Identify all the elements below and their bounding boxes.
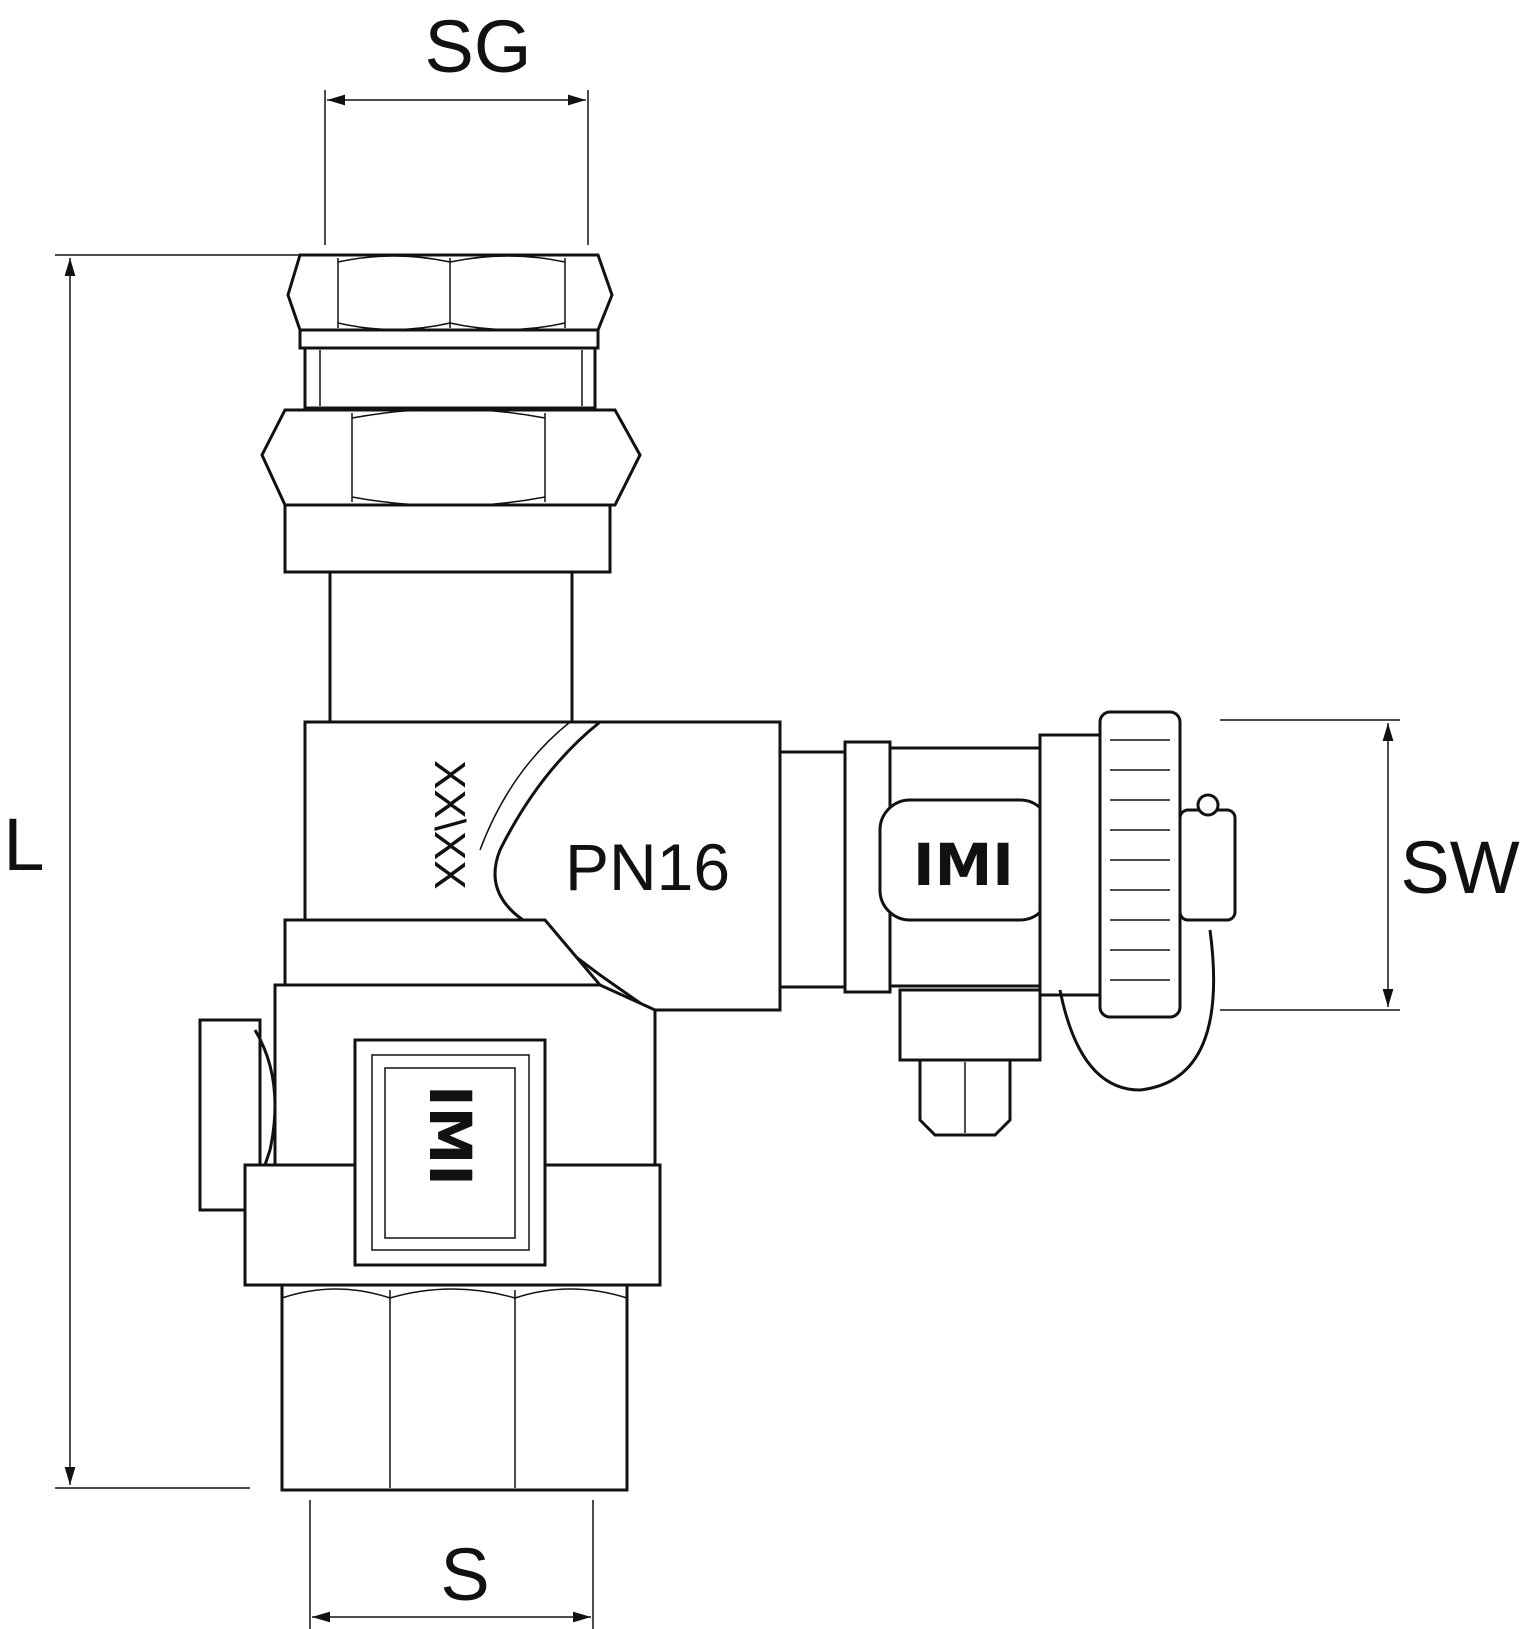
valve-body-upper: PN16 XX\XX — [303, 720, 782, 1012]
dimension-sg: SG — [324, 5, 589, 245]
dimension-sw: SW — [1220, 719, 1520, 1011]
side-drain-valve: IMI — [778, 740, 1052, 1137]
top-hex-nut — [286, 253, 614, 410]
compression-hex-nut — [260, 408, 642, 574]
valve-body-middle — [198, 918, 662, 1287]
pressure-rating-marking: PN16 — [565, 830, 730, 904]
imi-logo-text: IMI — [416, 1085, 484, 1186]
bottom-hex-connector — [280, 1283, 629, 1492]
imi-logo-emblem: IMI — [353, 1038, 547, 1267]
pipe-section — [328, 570, 574, 724]
measuring-point-cap — [1038, 710, 1237, 1092]
dimension-label-sg: SG — [425, 5, 532, 88]
dimension-l: L — [3, 254, 300, 1489]
side-imi-logo-text: IMI — [913, 831, 1014, 899]
dimension-label-l: L — [3, 803, 44, 886]
dimension-s: S — [309, 1500, 594, 1629]
date-code-marking: XX\XX — [425, 760, 474, 890]
dimension-label-s: S — [440, 1533, 489, 1616]
dimension-label-sw: SW — [1400, 826, 1519, 909]
